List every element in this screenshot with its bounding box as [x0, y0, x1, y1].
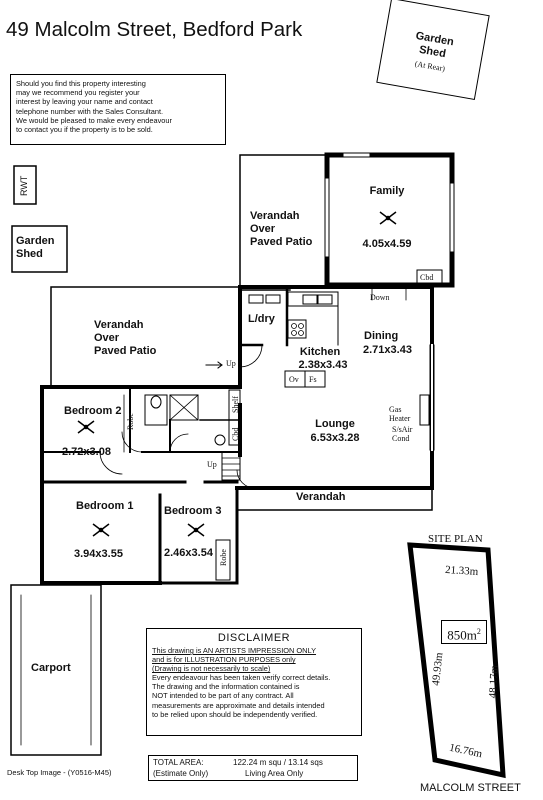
- disclaimer-heading: DISCLAIMER: [217, 632, 291, 644]
- garden-shed-rear: Garden Shed (At Rear): [376, 0, 490, 101]
- cbd-family-label: Cbd: [420, 273, 434, 282]
- cbd-hall-label: Cbd: [231, 427, 240, 441]
- bedroom-wing-walls: [40, 385, 242, 585]
- disclaimer-line: and is for ILLUSTRATION PURPOSES only: [152, 655, 296, 665]
- verandah-line: Paved Patio: [94, 345, 157, 357]
- shelf-label: Shelf: [231, 396, 240, 413]
- site-plan-boundary: [407, 542, 506, 779]
- bedroom1-label: Bedroom 1: [76, 500, 134, 512]
- bedroom1-size: 3.94x3.55: [74, 548, 123, 560]
- verandah-line: Paved Patio: [250, 236, 313, 248]
- oven-label: Ov: [289, 375, 299, 384]
- disclaimer-line: NOT intended to be part of any contract.…: [152, 691, 294, 701]
- garden-shed-left: Garden Shed: [16, 235, 55, 261]
- family-size: 4.05x4.59: [362, 238, 412, 250]
- page-title: 49 Malcolm Street, Bedford Park: [6, 18, 303, 41]
- gas-heater-label: Gas Heater: [389, 405, 411, 423]
- down-label: Down: [370, 293, 390, 302]
- disclaimer-line: The drawing and the information containe…: [152, 682, 300, 692]
- verandah-line: Verandah: [94, 319, 144, 331]
- verandah-line: Over: [94, 332, 120, 344]
- site-area-box: 850m2: [441, 620, 487, 644]
- street-name: MALCOLM STREET: [420, 782, 521, 794]
- freestanding-label: Fs: [309, 375, 317, 384]
- notice-line: We would be pleased to make every endeav…: [16, 115, 172, 125]
- lounge-size: 6.53x3.28: [310, 432, 360, 444]
- disclaimer-line: (Drawing is not necessarily to scale): [152, 664, 271, 674]
- bedroom3-label: Bedroom 3: [164, 505, 222, 517]
- bedroom2-size: 2.72x3.08: [62, 446, 111, 458]
- notice-line: to contact you if the property is to be …: [16, 125, 153, 135]
- carport-outline: [10, 584, 102, 756]
- disclaimer-box: DISCLAIMER This drawing is AN ARTISTS IM…: [146, 628, 362, 736]
- register-interest-notice: Should you find this property interestin…: [10, 74, 226, 145]
- aircond-label: S/sAir Cond: [392, 425, 413, 443]
- site-area-value: 850m: [447, 627, 477, 643]
- site-right-dimension: 48.17m: [487, 664, 501, 699]
- ceiling-fans: [77, 211, 397, 537]
- notice-line: telephone number with the Sales Consulta…: [16, 106, 164, 116]
- verandah-top-outline: [239, 154, 328, 291]
- up-hall-label: Up: [207, 460, 217, 469]
- notice-line: may we recommend you register your: [16, 88, 140, 98]
- robe-bedroom3-label: Robe: [219, 549, 228, 566]
- laundry-label: L/dry: [248, 313, 275, 325]
- notice-line: Should you find this property interestin…: [16, 79, 146, 88]
- disclaimer-line: to be relied upon should be independentl…: [152, 709, 318, 719]
- image-reference: Desk Top Image - (Y0516-M45): [7, 768, 112, 777]
- verandah-bottom-label: Verandah: [296, 491, 346, 503]
- bedroom2-label: Bedroom 2: [64, 405, 122, 417]
- shed-label: Shed: [16, 248, 43, 260]
- site-top-dimension: 21.33m: [444, 563, 479, 579]
- verandah-line: Over: [250, 223, 276, 235]
- total-area-label: TOTAL AREA:: [153, 758, 204, 767]
- verandah-left-label: Verandah Over Paved Patio: [94, 319, 156, 358]
- bedroom3-size: 2.46x3.54: [164, 547, 213, 559]
- total-area-box: TOTAL AREA: (Estimate Only) 122.24 m squ…: [148, 755, 358, 781]
- disclaimer-line: Every endeavour has been taken verify co…: [152, 673, 331, 683]
- living-area-note: Living Area Only: [245, 769, 304, 778]
- site-plan-heading: SITE PLAN: [428, 533, 483, 545]
- site-area-unit: 2: [476, 627, 481, 636]
- total-area-note: (Estimate Only): [153, 769, 209, 778]
- up-patio-label: Up: [226, 359, 236, 368]
- total-area-value: 122.24 m squ / 13.14 sqs: [233, 758, 323, 767]
- verandah-line: Verandah: [250, 210, 300, 222]
- family-label: Family: [369, 185, 405, 197]
- disclaimer-line: measurements are approximate and details…: [152, 700, 325, 710]
- verandah-top-label: Verandah Over Paved Patio: [250, 210, 312, 249]
- notice-line: interest by leaving your name and contac…: [16, 97, 153, 107]
- kitchen-size: 2.38x3.43: [298, 359, 348, 371]
- dining-size: 2.71x3.43: [363, 344, 412, 356]
- kitchen-label: Kitchen: [299, 346, 341, 358]
- rwt-label: RWT: [19, 175, 29, 196]
- shed-label: Garden: [16, 235, 55, 247]
- dining-label: Dining: [364, 330, 399, 342]
- disclaimer-line: This drawing is AN ARTISTS IMPRESSION ON…: [152, 646, 317, 655]
- lounge-label: Lounge: [315, 418, 355, 430]
- robe-bedroom2-label: Robe: [126, 413, 135, 430]
- carport-label: Carport: [31, 662, 71, 674]
